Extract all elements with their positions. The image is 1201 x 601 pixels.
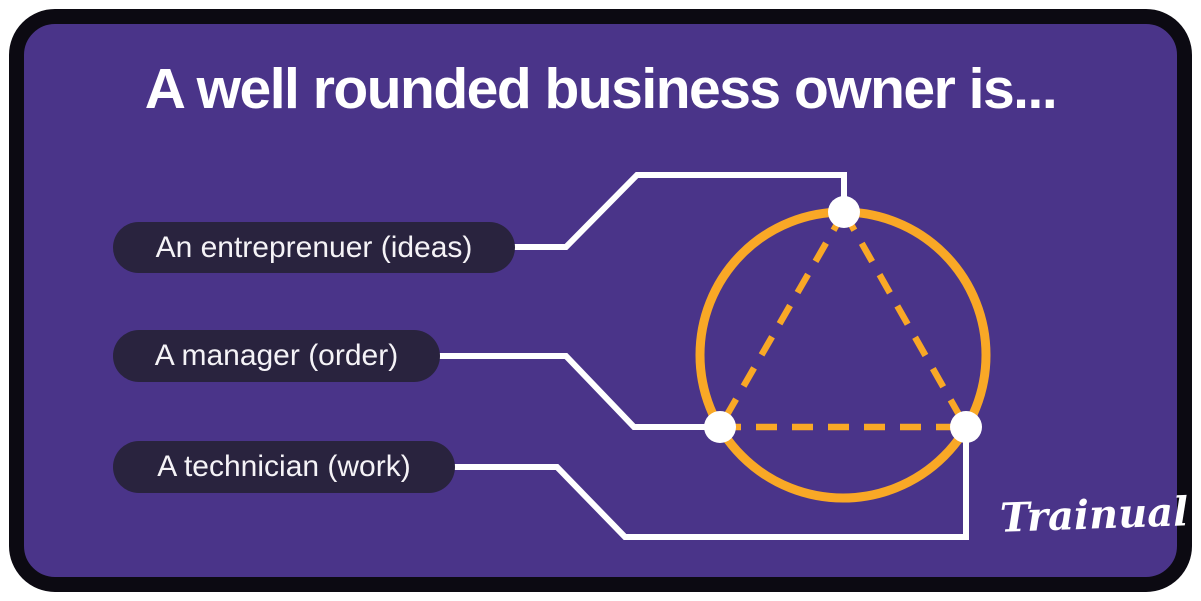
node-dot-ideas [828, 196, 860, 228]
triangle-edge-right [841, 210, 969, 429]
label-pill-technician: A technician (work) [113, 441, 455, 493]
label-pill-entrepreneur: An entreprenuer (ideas) [113, 222, 515, 273]
node-dot-order [704, 411, 736, 443]
outer-circle [695, 207, 991, 503]
purple-card-background [9, 9, 1192, 592]
trainual-logo: Trainual [999, 488, 1190, 542]
label-pill-manager: A manager (order) [113, 330, 440, 382]
connector-line-technician [420, 440, 969, 540]
label-text-entrepreneur: An entreprenuer (ideas) [155, 230, 473, 264]
label-text-manager: A manager (order) [154, 339, 399, 372]
triangle-edge-left [717, 210, 847, 429]
page-title: A well rounded business owner is... [144, 57, 1058, 121]
node-dot-work [950, 411, 982, 443]
label-text-technician: A technician (work) [157, 450, 411, 483]
connector-line-manager [410, 353, 706, 430]
connector-line-entrepreneur [470, 172, 847, 250]
